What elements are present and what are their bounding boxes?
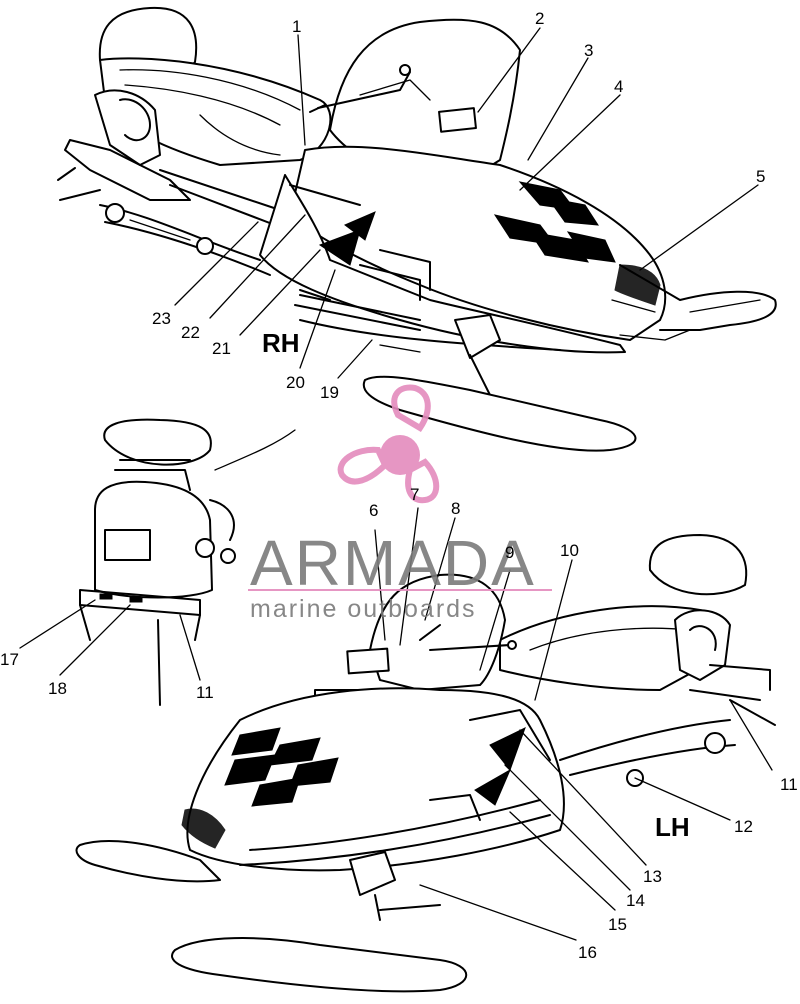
watermark-brand: ARMADA	[250, 527, 536, 599]
snowmobile-rh-view	[57, 6, 777, 452]
callout-4: 4	[614, 77, 623, 96]
callout-14: 14	[626, 891, 645, 910]
callout-11-rear: 11	[196, 683, 214, 702]
callout-13: 13	[643, 867, 662, 886]
snowmobile-lh-view	[75, 534, 776, 993]
callout-labels: 1 2 3 4 5 6 7 8 9 10 11 11 12 13 14 15 1…	[0, 9, 798, 962]
view-label-lh: LH	[655, 812, 690, 842]
callout-8: 8	[451, 499, 460, 518]
callout-9: 9	[505, 543, 514, 562]
callout-21: 21	[212, 339, 231, 358]
snowmobile-rear-view	[79, 418, 296, 706]
watermark: ARMADA marine outboards	[248, 384, 552, 623]
callout-1: 1	[292, 17, 301, 36]
callout-7: 7	[410, 485, 419, 504]
callout-23: 23	[152, 309, 171, 328]
callout-15: 15	[608, 915, 627, 934]
callout-10: 10	[560, 541, 579, 560]
callout-16: 16	[578, 943, 597, 962]
leader-lines	[19, 27, 773, 941]
callout-18: 18	[48, 679, 67, 698]
callout-5: 5	[756, 167, 765, 186]
callout-2: 2	[535, 9, 544, 28]
callout-3: 3	[584, 41, 593, 60]
callout-11-lh: 11	[780, 775, 798, 794]
armada-propeller-logo	[337, 384, 440, 504]
callout-12: 12	[734, 817, 753, 836]
watermark-tagline: marine outboards	[250, 595, 477, 623]
callout-20: 20	[286, 373, 305, 392]
callout-6: 6	[369, 501, 378, 520]
view-label-rh: RH	[262, 328, 300, 358]
callout-17: 17	[0, 650, 19, 669]
callout-19: 19	[320, 383, 339, 402]
callout-22: 22	[181, 323, 200, 342]
